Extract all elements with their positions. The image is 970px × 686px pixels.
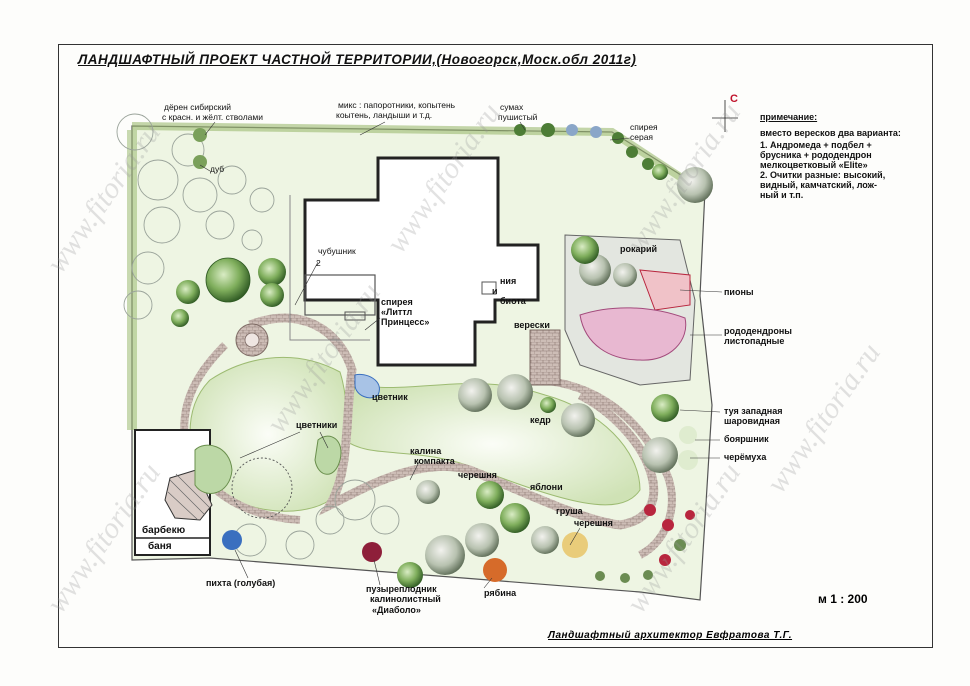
flower-bed-terrace (354, 373, 380, 399)
label-puzyreplodnik-line1: пузыреплодник (366, 584, 437, 594)
garden-path (248, 313, 659, 530)
label-banya: баня (148, 541, 172, 552)
drawing-title: ЛАНДШАФТНЫЙ ПРОЕКТ ЧАСТНОЙ ТЕРРИТОРИИ,(Н… (78, 52, 637, 67)
label-mix-line2: коытень, ландыши и т.д. (336, 110, 433, 120)
label-veresk: верески (514, 320, 550, 330)
label-tsvetniki: цветники (296, 420, 338, 430)
label-puzyreplodnik-line2: калинолистный (370, 594, 441, 604)
label-sumakh-line2: пушистый (498, 112, 538, 122)
notes-block: примечание: вместо вересков два варианта… (760, 112, 930, 200)
label-kedr: кедр (530, 415, 551, 425)
label-puzyreplodnik-line3: «Диаболо» (372, 605, 421, 615)
label-deren-line2: с красн. и жёлт. стволами (162, 112, 263, 122)
label-barbecue: барбекю (142, 525, 186, 536)
notes-line: видный, камчатский, лож- (760, 180, 878, 190)
label-cheremukha: черёмуха (724, 452, 767, 462)
label-rhododendron-line2: листопадные (724, 336, 785, 346)
drawing-frame (58, 44, 933, 648)
shrub-row-north (514, 123, 654, 170)
architect-credit: Ландшафтный архитектор Евфратова Т.Г. (548, 630, 793, 641)
label-kalina-line1: калина (410, 446, 442, 456)
label-dub: дуб (210, 164, 225, 174)
label-spireya-little-line3: Принцесс» (381, 317, 430, 327)
notes-line: брусника + рододендрон (760, 150, 872, 160)
north-arrow (712, 100, 738, 132)
label-pikhta: пихта (голубая) (206, 578, 276, 588)
label-ryabina: рябина (484, 588, 517, 598)
label-spireya-grey-line1: спирея (630, 122, 658, 132)
label-thuja-line1: туя западная (724, 406, 783, 416)
notes-heading: примечание: (760, 112, 818, 122)
label-chubushnik-number: 2 (316, 258, 321, 268)
notes-line: 1. Андромеда + подбел + (760, 140, 872, 150)
label-sumakh-line1: сумах (500, 102, 524, 112)
notes-line: мелкоцветковый «Elite» (760, 160, 868, 170)
label-mix-line1: микс : папоротники, копытень (338, 100, 456, 110)
label-i-fragment: и (492, 286, 498, 296)
house-outline (289, 156, 540, 367)
label-chereshnya-north: черешня (458, 470, 497, 480)
rhododendron-bed (579, 307, 687, 361)
label-spireya-grey-line2: серая (630, 132, 654, 142)
flower-bed-center (314, 435, 342, 475)
tree-canopies-planted (171, 128, 713, 588)
label-tsvetnik: цветник (372, 392, 408, 402)
label-kalina-line2: компакта (414, 456, 455, 466)
label-rhododendron-line1: рододендроны (724, 326, 792, 336)
label-grusha: груша (556, 506, 583, 516)
label-thuja-fragment: ния (500, 276, 517, 286)
label-spireya-little-line1: спирея (381, 297, 413, 307)
terrace (529, 329, 561, 386)
label-piony: пионы (724, 287, 754, 297)
label-rokariy: рокарий (620, 244, 658, 254)
label-biota: биота (500, 296, 526, 306)
label-chubushnik: чубушник (318, 246, 356, 256)
annotation-leader-lines (199, 121, 723, 589)
notes-line: ный и т.п. (760, 190, 804, 200)
label-thuja-line2: шаровидная (724, 416, 780, 426)
notes-line: вместо вересков два варианта: (760, 128, 901, 138)
shrub-group-southeast (595, 504, 695, 583)
north-letter: С (730, 93, 738, 105)
flower-bed-west (194, 444, 233, 494)
notes-line: 2. Очитки разные: высокий, (760, 170, 886, 180)
bathhouse-building (134, 429, 213, 556)
label-spireya-little-line2: «Литтл (381, 307, 413, 317)
label-boyaryshnik: бояршник (724, 434, 769, 444)
label-deren-line1: дёрен сибирский (164, 102, 232, 112)
scale-label: м 1 : 200 (818, 592, 868, 606)
label-chereshnya-south: черешня (574, 518, 613, 528)
label-yabloni: яблони (530, 482, 563, 492)
